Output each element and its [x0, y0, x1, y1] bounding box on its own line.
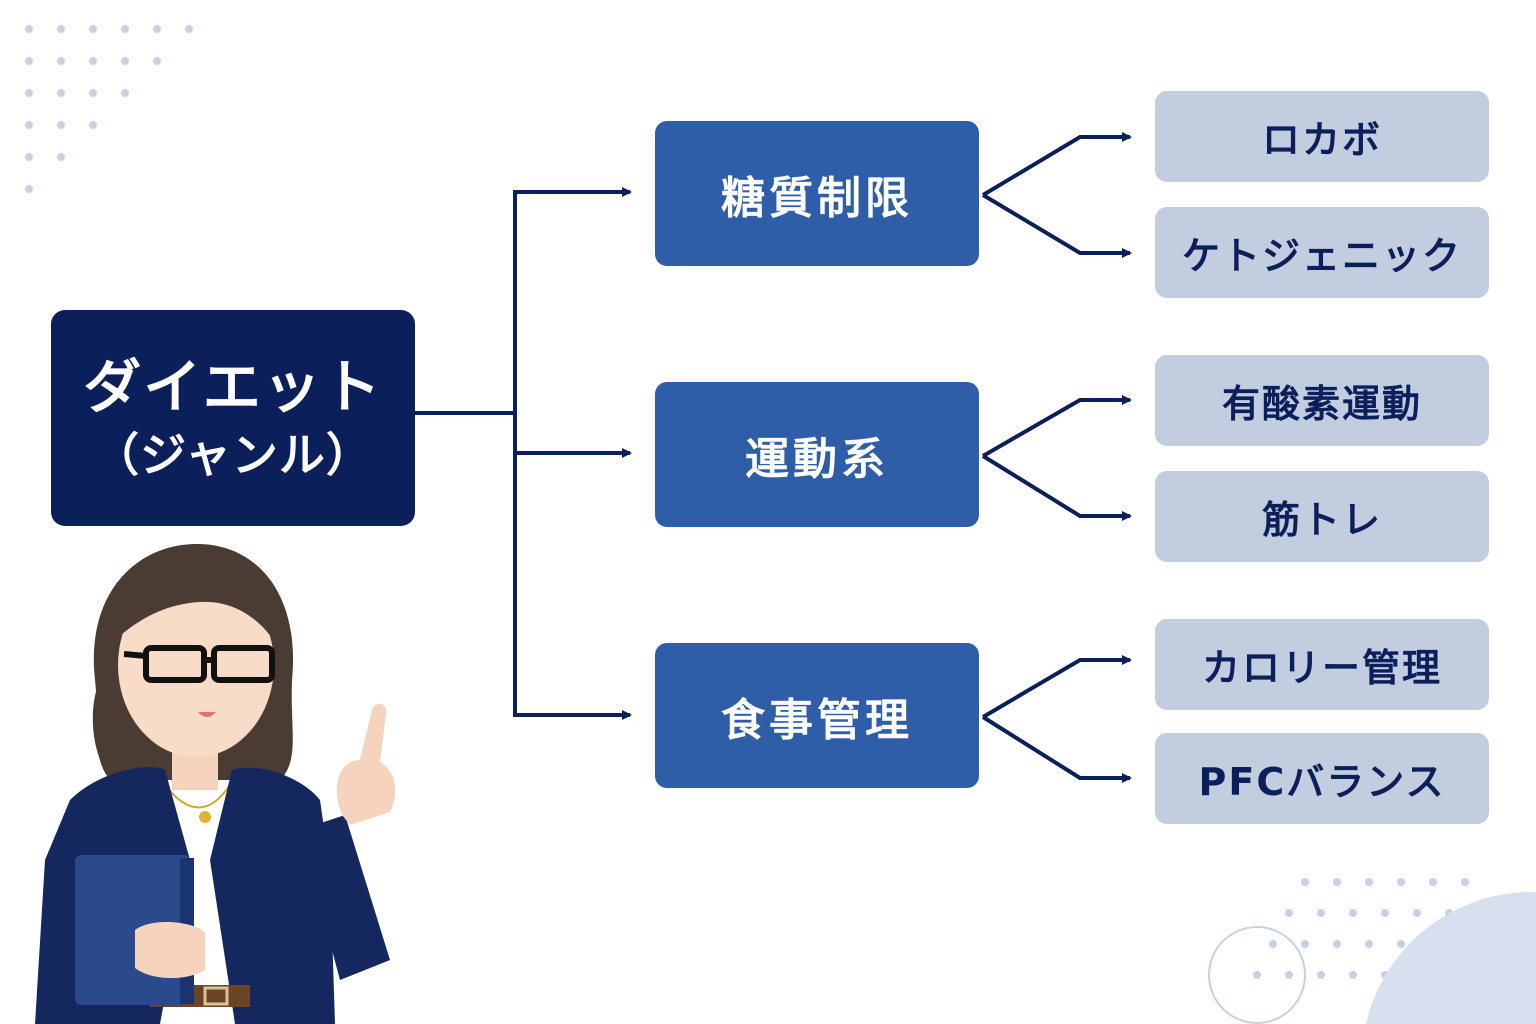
leaf-node-calorie-management: カロリー管理 — [1155, 619, 1489, 710]
category-node-exercise: 運動系 — [655, 382, 979, 527]
connector-cat3-leaf2 — [981, 715, 1132, 783]
leaf-node-ketogenic: ケトジェニック — [1155, 207, 1489, 298]
category-node-diet-management: 食事管理 — [655, 643, 979, 788]
leaf-node-label: 筋トレ — [1261, 498, 1382, 542]
connector-cat1-leaf1 — [981, 132, 1132, 197]
presenter-woman-with-glasses-pointing-icon — [35, 543, 396, 1024]
connector-cat2-leaf1 — [982, 395, 1132, 458]
leaf-node-locabo: ロカボ — [1155, 91, 1489, 182]
category-node-label: 食事管理 — [721, 694, 913, 746]
connector-cat3-leaf1 — [981, 655, 1132, 719]
category-node-label: 糖質制限 — [721, 172, 913, 224]
leaf-node-strength-training: 筋トレ — [1155, 471, 1489, 562]
category-node-carb-restriction: 糖質制限 — [655, 121, 979, 266]
leaf-node-pfc-balance: PFCバランス — [1155, 733, 1489, 824]
connector-cat2-leaf2 — [981, 454, 1132, 521]
category-node-label: 運動系 — [745, 433, 889, 485]
leaf-node-label: ロカボ — [1261, 118, 1382, 162]
root-node: ダイエット （ジャンル） — [51, 310, 415, 526]
leaf-node-aerobic: 有酸素運動 — [1155, 355, 1489, 446]
root-node-subtitle: （ジャンル） — [93, 427, 373, 482]
leaf-node-label: PFCバランス — [1198, 760, 1446, 804]
root-node-title: ダイエット — [83, 353, 383, 422]
glasses-icon — [123, 645, 275, 683]
leaf-node-label: 有酸素運動 — [1221, 382, 1422, 426]
leaf-node-label: カロリー管理 — [1201, 646, 1442, 690]
connector-cat1-leaf2 — [981, 193, 1132, 258]
leaf-node-label: ケトジェニック — [1181, 234, 1462, 278]
